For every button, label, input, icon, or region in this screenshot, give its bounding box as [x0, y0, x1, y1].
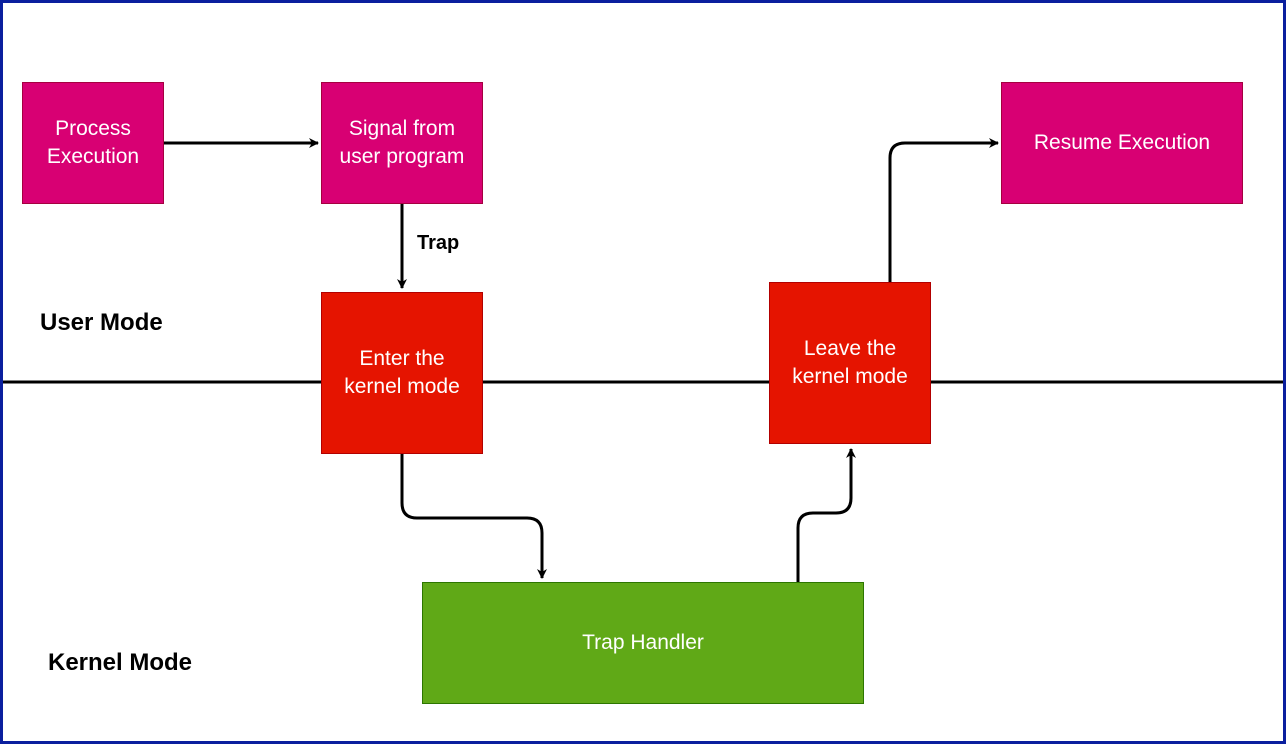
node-trap-handler: Trap Handler [422, 582, 864, 704]
node-process-execution: Process Execution [22, 82, 164, 204]
node-resume-execution: Resume Execution [1001, 82, 1243, 204]
node-label: Trap Handler [582, 631, 704, 654]
node-label: Leave the kernel mode [792, 337, 908, 388]
region-label-user-mode: User Mode [40, 309, 163, 336]
node-label: Resume Execution [1033, 131, 1211, 154]
edge-label-trap: Trap [417, 232, 460, 254]
node-label: Signal from user program [339, 117, 465, 168]
node-label: Enter the kernel mode [344, 347, 460, 398]
arrow-enter-to-handler [400, 453, 547, 579]
node-enter-kernel-mode: Enter the kernel mode [321, 292, 483, 454]
region-label-kernel-mode: Kernel Mode [48, 649, 193, 676]
connectors [3, 138, 1283, 583]
node-leave-kernel-mode: Leave the kernel mode [769, 282, 931, 444]
node-signal-from-user-program: Signal from user program [321, 82, 483, 204]
arrow-leave-to-resume [888, 138, 999, 282]
arrow-handler-to-leave [796, 448, 856, 583]
node-label: Process Execution [46, 117, 140, 168]
